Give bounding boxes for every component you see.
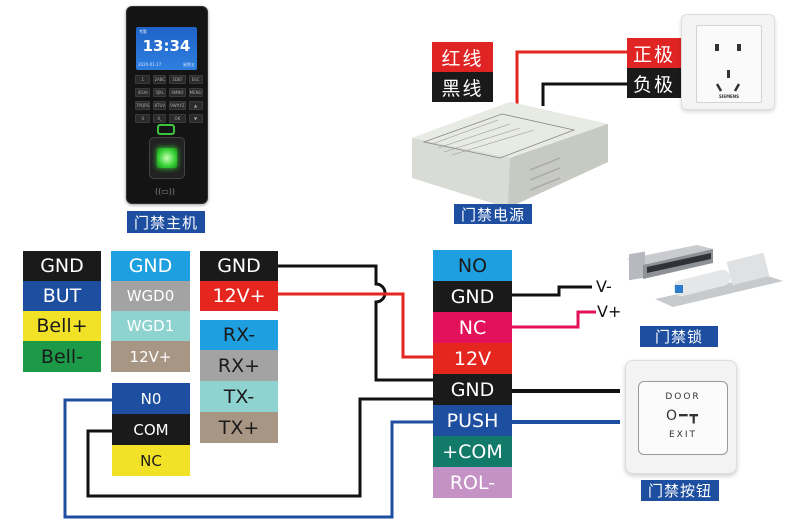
ctrl-pin-gnd: GND	[433, 374, 512, 405]
wire-lock-vminus	[512, 285, 592, 297]
pin-rx-plus: RX+	[200, 350, 278, 381]
pin-relay-nc: NC	[112, 445, 190, 476]
wire-lock-vplus	[512, 310, 596, 329]
keypad-key[interactable]: 1	[135, 75, 151, 84]
positive-pole-label: 正极	[627, 38, 681, 68]
keypad-key[interactable]: 2ABC	[153, 75, 167, 84]
pin-12v-plus-2: 12V+	[111, 341, 190, 372]
wire-gnd-terminal-controller	[276, 264, 434, 382]
power-supply-device	[412, 102, 608, 208]
terminal-screen: 考勤 13:34 2020-01-17 星期五	[136, 27, 197, 70]
keypad-key[interactable]: ▼	[188, 114, 203, 123]
keypad-key[interactable]: 9WXYZ	[169, 101, 186, 110]
keypad-key[interactable]: 5JKL	[153, 88, 167, 97]
exit-button-device[interactable]: DOOR O━┳ EXIT	[625, 360, 737, 474]
socket-faceplate: SIEMENS	[696, 25, 762, 103]
key-icon: O━┳	[666, 408, 700, 424]
pin-but: BUT	[23, 281, 101, 311]
screen-header: 考勤	[139, 29, 147, 34]
pin-bell-minus: Bell-	[23, 341, 101, 372]
pin-gnd-2: GND	[111, 251, 190, 281]
socket-holes-icon	[715, 44, 741, 92]
exit-button-face: DOOR O━┳ EXIT	[638, 381, 728, 455]
ctrl-pin-rol-minus: ROL-	[433, 467, 512, 498]
wire-psu-black	[541, 82, 628, 106]
wire-psu-red	[515, 50, 628, 104]
black-wire-label: 黑线	[432, 72, 493, 102]
ctrl-pin-push: PUSH	[433, 405, 512, 436]
keypad: 1 2ABC 3DEF ESC 4GHI 5JKL 6MNO MENU 7PQR…	[135, 75, 203, 123]
pin-12v-plus-power: 12V+	[200, 281, 278, 311]
pin-tx-minus: TX-	[200, 381, 278, 412]
screen-day: 星期五	[183, 62, 195, 67]
red-wire-label: 红线	[432, 42, 493, 72]
rfid-icon: ((▭))	[155, 187, 176, 196]
keypad-key[interactable]: 3DEF	[169, 75, 186, 84]
keypad-key[interactable]: 8TUV	[153, 101, 167, 110]
ctrl-pin-nc: NC	[433, 312, 512, 343]
keypad-key[interactable]: 7PQRS	[135, 101, 151, 110]
lock-vminus-label: V-	[596, 277, 612, 296]
screen-date-row: 2020-01-17 星期五	[138, 62, 195, 68]
doorbell-button[interactable]	[157, 124, 175, 135]
power-supply-caption: 门禁电源	[454, 204, 532, 224]
keypad-key[interactable]: 0_	[153, 114, 167, 123]
pin-relay-no: N0	[112, 383, 190, 414]
keypad-key[interactable]: 6MNO	[169, 88, 186, 97]
ctrl-pin-plus-com: +COM	[433, 436, 512, 467]
door-lock-device	[627, 245, 783, 307]
pin-gnd-power: GND	[200, 251, 278, 281]
socket-brand: SIEMENS	[718, 94, 740, 99]
keypad-key[interactable]: ESC	[188, 75, 203, 84]
pin-wgd0: WGD0	[111, 281, 190, 311]
keypad-key[interactable]: 4GHI	[135, 88, 151, 97]
wire-relay-com	[86, 397, 434, 498]
exit-button-bottom-text: EXIT	[668, 430, 697, 440]
fingerprint-light	[157, 148, 177, 168]
wire-12v-terminal-controller	[276, 292, 434, 359]
wire-relay-no	[63, 398, 434, 519]
pin-tx-plus: TX+	[200, 412, 278, 443]
keypad-key[interactable]: MENU	[188, 88, 203, 97]
pin-wgd1: WGD1	[111, 311, 190, 341]
pin-gnd: GND	[23, 251, 101, 281]
ctrl-pin-12v: 12V	[433, 343, 512, 374]
screen-time: 13:34	[142, 37, 191, 55]
keypad-key[interactable]: 0	[135, 114, 151, 123]
negative-pole-label: 负极	[627, 68, 681, 98]
pin-bell-plus: Bell+	[23, 311, 101, 341]
keypad-key[interactable]: ▲	[188, 101, 203, 110]
ctrl-pin-gnd-lock: GND	[433, 281, 512, 312]
ctrl-pin-no: NO	[433, 250, 512, 281]
terminal-caption: 门禁主机	[127, 211, 205, 233]
lock-caption: 门禁锁	[640, 326, 718, 347]
exit-button-caption: 门禁按钮	[641, 480, 719, 501]
pin-rx-minus: RX-	[200, 320, 278, 350]
screen-date: 2020-01-17	[138, 62, 162, 67]
access-terminal-device: 考勤 13:34 2020-01-17 星期五 1 2ABC 3DEF ESC …	[126, 6, 208, 204]
fingerprint-sensor[interactable]	[149, 137, 185, 179]
exit-button-top-text: DOOR	[665, 392, 701, 402]
wall-socket-device: SIEMENS	[681, 14, 775, 110]
pin-relay-com: COM	[112, 414, 190, 445]
lock-vplus-label: V+	[597, 302, 622, 321]
keypad-key[interactable]: OK	[169, 114, 186, 123]
